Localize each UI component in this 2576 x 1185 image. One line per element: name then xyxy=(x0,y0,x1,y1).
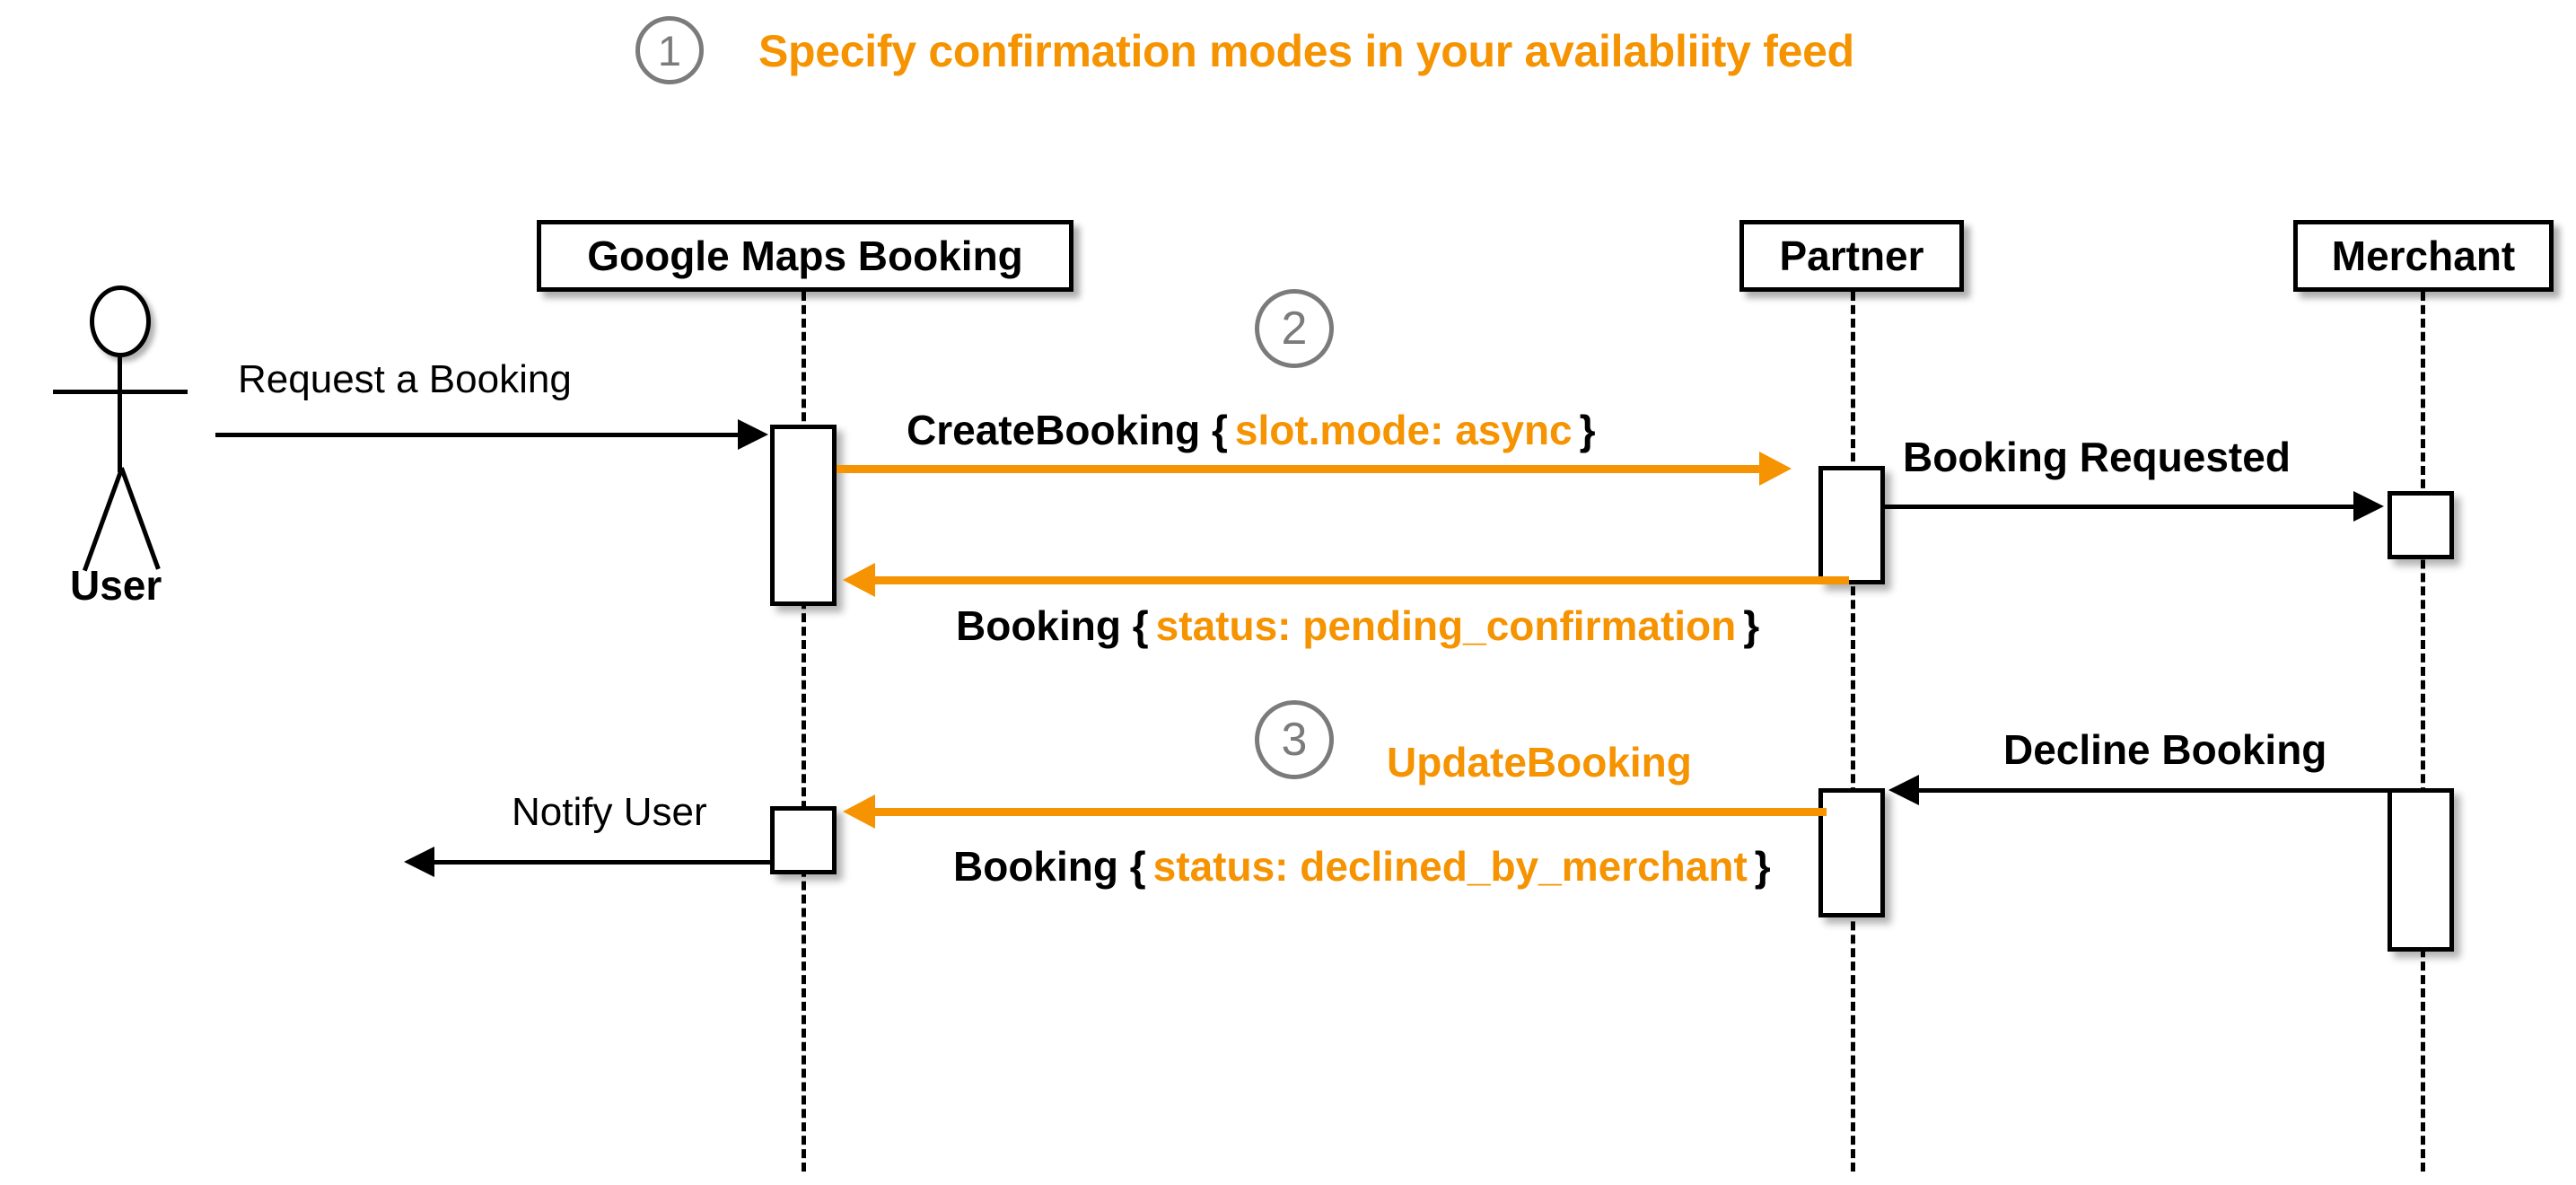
message-decline-booking-line xyxy=(1919,788,2389,793)
message-create-booking-label: CreateBooking {slot.mode: async} xyxy=(907,406,1596,454)
user-leg-right-segment xyxy=(119,467,161,570)
message-decline-booking-arrowhead-icon xyxy=(1888,775,1919,805)
message-update-booking-text: UpdateBooking xyxy=(1387,739,1692,786)
message-booking-requested-arrowhead-icon xyxy=(2353,491,2384,522)
actor-box-merchant-label: Merchant xyxy=(2331,233,2516,279)
message-request-a-booking-label: Request a Booking xyxy=(238,357,572,402)
actor-box-gmb: Google Maps Booking xyxy=(537,220,1073,292)
message-booking-declined-by-merchant-highlight: status: declined_by_merchant xyxy=(1152,843,1748,890)
message-create-booking-arrowhead-icon xyxy=(1759,452,1792,486)
message-update-booking-line xyxy=(875,808,1827,816)
message-request-a-booking-line xyxy=(215,433,738,437)
lifeline-partner xyxy=(1851,292,1855,1172)
message-booking-declined-by-merchant-suffix: } xyxy=(1754,843,1771,890)
user-arms-segment xyxy=(53,390,188,394)
message-decline-booking-label: Decline Booking xyxy=(2003,725,2326,774)
message-booking-pending-confirmation-suffix: } xyxy=(1743,602,1760,649)
message-create-booking-prefix: CreateBooking { xyxy=(907,407,1228,453)
message-booking-requested-text: Booking Requested xyxy=(1903,434,2291,480)
message-notify-user-line xyxy=(434,860,772,865)
message-update-booking-label: UpdateBooking xyxy=(1387,738,1692,786)
activation-merchant-2 xyxy=(2388,788,2454,952)
step-badge-3: 3 xyxy=(1255,700,1334,779)
actor-box-gmb-label: Google Maps Booking xyxy=(587,233,1023,279)
activation-partner-2 xyxy=(1818,788,1885,917)
step-badge-1-number: 1 xyxy=(657,26,682,75)
activation-gmb-1 xyxy=(770,425,837,606)
actor-box-merchant: Merchant xyxy=(2293,220,2554,292)
message-request-a-booking-text: Request a Booking xyxy=(238,357,572,401)
message-create-booking-suffix: } xyxy=(1579,407,1596,453)
message-booking-requested-line xyxy=(1885,505,2353,509)
message-booking-pending-confirmation-prefix: Booking { xyxy=(956,602,1149,649)
message-booking-pending-confirmation-line xyxy=(875,576,1849,584)
page-title: Specify confirmation modes in your avail… xyxy=(758,26,1854,76)
user-body-segment xyxy=(118,357,122,472)
actor-user-label: User xyxy=(70,562,162,609)
message-decline-booking-text: Decline Booking xyxy=(2003,726,2327,773)
user-leg-left-segment xyxy=(82,469,124,572)
activation-gmb-2 xyxy=(770,806,837,874)
user-head-icon xyxy=(90,285,151,357)
message-booking-pending-confirmation-highlight: status: pending_confirmation xyxy=(1155,602,1737,649)
message-create-booking-line xyxy=(837,465,1759,473)
message-update-booking-arrowhead-icon xyxy=(843,794,875,829)
message-notify-user-arrowhead-icon xyxy=(404,847,434,877)
step-badge-2-number: 2 xyxy=(1281,303,1308,355)
activation-partner-1 xyxy=(1818,466,1885,584)
message-create-booking-highlight: slot.mode: async xyxy=(1234,407,1573,453)
actor-box-partner: Partner xyxy=(1739,220,1964,292)
step-badge-3-number: 3 xyxy=(1281,714,1308,766)
message-request-a-booking-arrowhead-icon xyxy=(738,419,768,450)
lifeline-merchant xyxy=(2421,292,2425,1172)
message-notify-user-text: Notify User xyxy=(512,790,707,834)
activation-merchant-1 xyxy=(2388,491,2454,559)
lifeline-gmb xyxy=(802,292,806,1172)
actor-box-partner-label: Partner xyxy=(1779,233,1924,279)
message-booking-pending-confirmation-label: Booking {status: pending_confirmation} xyxy=(956,601,1759,650)
message-notify-user-label: Notify User xyxy=(512,790,707,835)
message-booking-requested-label: Booking Requested xyxy=(1903,433,2291,481)
message-booking-declined-by-merchant-prefix: Booking { xyxy=(953,843,1146,890)
step-badge-1: 1 xyxy=(635,16,704,84)
step-badge-2: 2 xyxy=(1255,289,1334,368)
message-booking-declined-by-merchant-label: Booking {status: declined_by_merchant} xyxy=(953,842,1771,891)
message-booking-pending-confirmation-arrowhead-icon xyxy=(843,563,875,597)
